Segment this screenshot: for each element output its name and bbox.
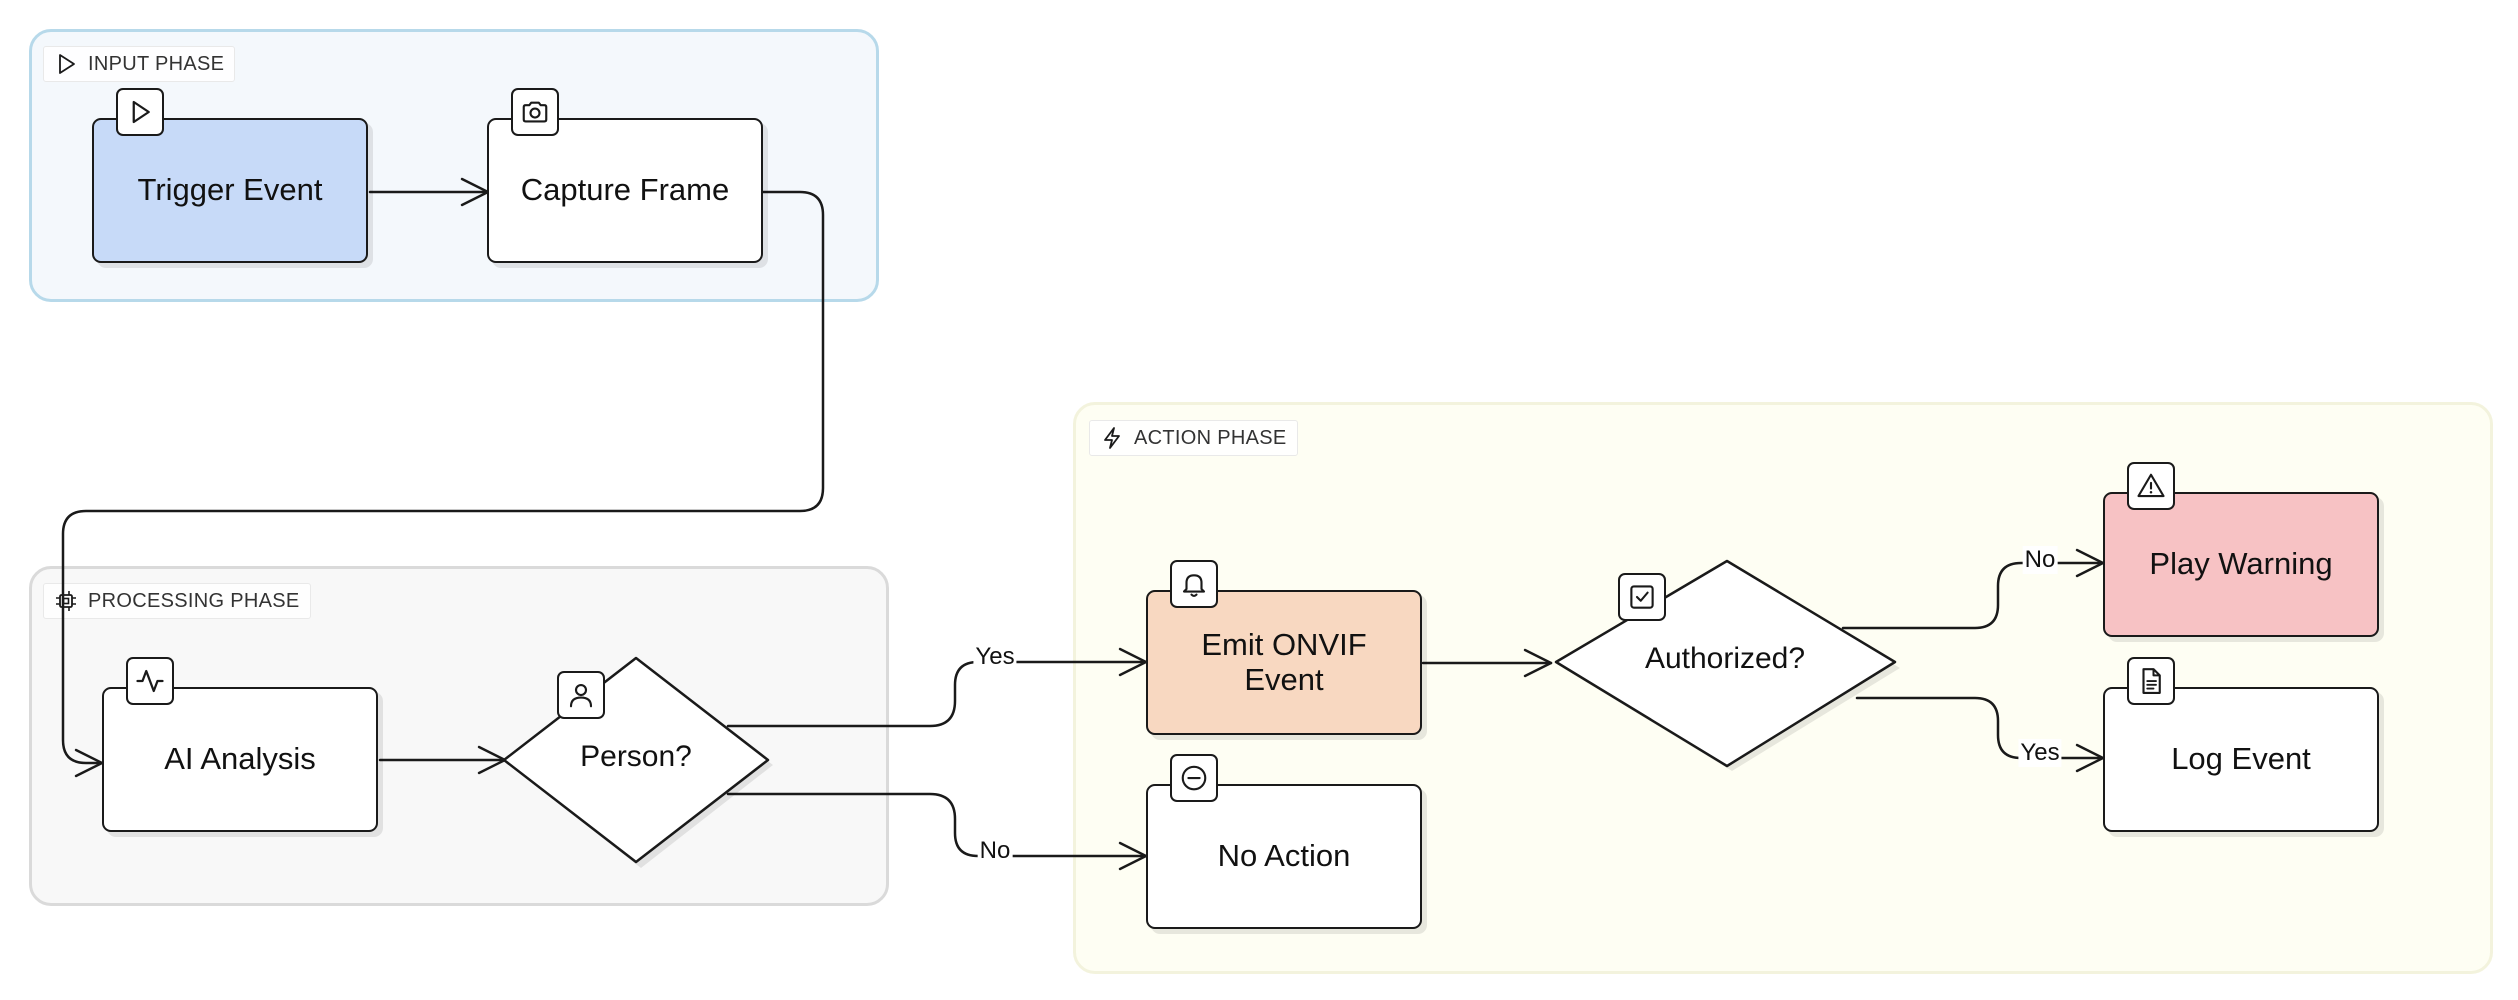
log-event-label: Log Event xyxy=(2171,741,2311,777)
lightning-icon xyxy=(1104,427,1120,449)
capture-frame-node[interactable]: Capture Frame xyxy=(487,118,763,263)
no-action-badge xyxy=(1170,754,1218,802)
ai-analysis-label: AI Analysis xyxy=(164,741,316,777)
file-text-icon xyxy=(2142,668,2161,694)
play-icon xyxy=(132,100,150,124)
edge-person-yes-to-emit xyxy=(726,647,1148,728)
trigger-event-label: Trigger Event xyxy=(137,172,323,208)
input-phase-label: INPUT PHASE xyxy=(43,46,236,82)
bell-icon xyxy=(1182,574,1206,597)
no-action-node[interactable]: No Action xyxy=(1146,784,1422,929)
edge-capture-to-ai xyxy=(61,190,825,778)
person-decision-label: Person? xyxy=(580,740,692,773)
activity-icon xyxy=(136,669,164,693)
authorized-decision-label: Authorized? xyxy=(1644,642,1806,675)
warning-icon xyxy=(2137,473,2165,498)
edge-person-no-to-noaction xyxy=(726,792,1148,871)
edge-label-authorized-no: No xyxy=(2022,546,2058,574)
input-phase-label-text: INPUT PHASE xyxy=(88,52,225,75)
play-warning-node[interactable]: Play Warning xyxy=(2103,492,2379,637)
minus-circle-icon xyxy=(1181,765,1207,791)
capture-frame-label: Capture Frame xyxy=(520,172,730,208)
ai-analysis-node[interactable]: AI Analysis xyxy=(102,687,378,832)
trigger-event-badge xyxy=(116,88,164,136)
edge-label-person-no: No xyxy=(977,837,1013,865)
ai-analysis-badge xyxy=(126,657,174,705)
play-warning-label: Play Warning xyxy=(2149,546,2333,582)
processing-phase-label: PROCESSING PHASE xyxy=(43,583,311,619)
camera-icon xyxy=(522,101,548,123)
edge-label-person-yes: Yes xyxy=(973,643,1017,671)
emit-onvif-event-label: Emit ONVIF Event xyxy=(1201,626,1367,697)
log-event-badge xyxy=(2127,657,2175,705)
user-icon xyxy=(569,683,593,708)
edge-authorized-no-to-warning xyxy=(1841,548,2105,630)
person-badge xyxy=(557,671,605,719)
authorized-badge xyxy=(1618,573,1666,621)
log-event-node[interactable]: Log Event xyxy=(2103,687,2379,832)
emit-onvif-event-node[interactable]: Emit ONVIF Event xyxy=(1146,590,1422,735)
edge-label-authorized-yes: Yes xyxy=(2018,739,2062,767)
capture-frame-badge xyxy=(511,88,559,136)
trigger-event-node[interactable]: Trigger Event xyxy=(92,118,368,263)
play-icon xyxy=(59,54,75,74)
action-phase-label-text: ACTION PHASE xyxy=(1134,426,1287,449)
emit-onvif-badge xyxy=(1170,560,1218,608)
play-warning-badge xyxy=(2127,462,2175,510)
no-action-label: No Action xyxy=(1217,838,1351,874)
edge-authorized-yes-to-log xyxy=(1855,696,2105,773)
action-phase-label: ACTION PHASE xyxy=(1089,420,1298,456)
check-square-icon xyxy=(1630,585,1654,609)
processing-phase-label-text: PROCESSING PHASE xyxy=(88,589,300,612)
